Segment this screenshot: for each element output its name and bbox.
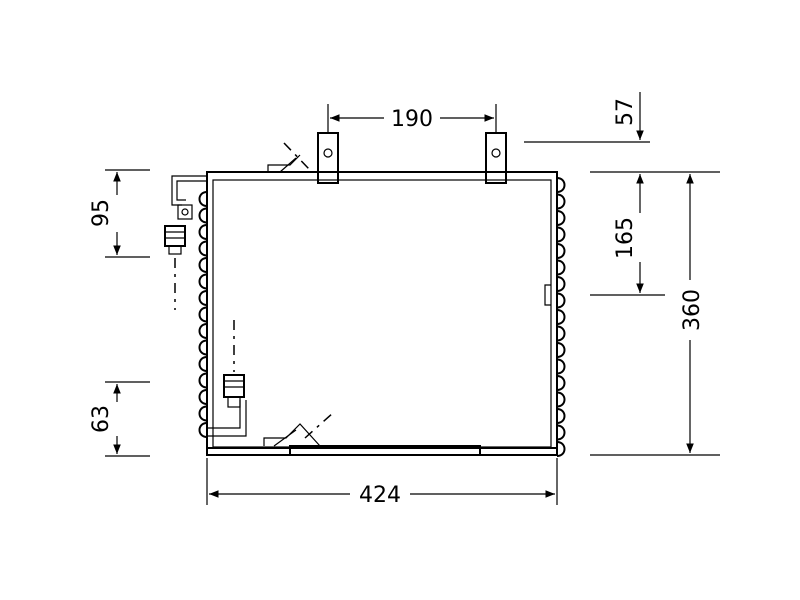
coil-bend [556, 193, 566, 210]
coil-bend [198, 191, 208, 207]
dimension-top-span: 190 [327, 104, 497, 133]
dimension-right-total: 360 [590, 174, 720, 456]
dimension-label-190: 190 [391, 107, 433, 132]
coil-bend [556, 358, 566, 375]
coil-bend [198, 372, 208, 389]
condenser-body [206, 171, 558, 456]
coil-bend [556, 309, 566, 325]
dimension-label-165: 165 [613, 217, 638, 259]
dimension-left-top: 95 [89, 169, 150, 258]
coil-bend [556, 375, 566, 391]
coil-bend [556, 259, 566, 276]
dimension-top-right-offset: 57 [524, 92, 650, 143]
coil-bend [198, 224, 208, 240]
angled-stub-top [267, 142, 311, 173]
coil-bend [198, 240, 208, 257]
inlet-fitting-top-left [164, 225, 186, 310]
dimension-left-bottom: 63 [89, 381, 150, 457]
coil-bend [556, 210, 566, 226]
coil-bend [198, 422, 208, 438]
coil-bend [198, 356, 208, 372]
dimension-bottom-width: 424 [206, 458, 558, 508]
coil-bend [556, 408, 566, 424]
coil-bends-left [198, 191, 208, 438]
coil-bend [198, 405, 208, 422]
coil-bend [556, 292, 566, 309]
coil-bend [556, 243, 566, 259]
coil-bend [198, 207, 208, 224]
coil-bend [556, 276, 566, 292]
dimension-label-95: 95 [89, 199, 114, 227]
dimension-label-57: 57 [613, 98, 638, 126]
coil-bend [198, 389, 208, 405]
dimension-label-424: 424 [359, 483, 401, 508]
dimension-label-63: 63 [89, 405, 114, 433]
coil-bend [198, 257, 208, 273]
coil-bend [198, 323, 208, 339]
mounting-bracket-left [317, 132, 339, 184]
inlet-pipe-top-left [171, 175, 207, 220]
coil-bend [556, 391, 566, 408]
coil-bend [556, 342, 566, 358]
dimension-right-inner: 165 [590, 171, 720, 296]
coil-bend [556, 177, 566, 193]
coil-bends-right [556, 177, 566, 457]
coil-bend [556, 325, 566, 342]
coil-bend [198, 339, 208, 356]
angled-stub-bottom [263, 411, 335, 447]
dimension-label-360: 360 [680, 289, 705, 331]
coil-bend [198, 273, 208, 290]
outlet-pipe-bottom-left [207, 320, 247, 437]
coil-bend [556, 424, 566, 441]
coil-bend [556, 226, 566, 243]
coil-bend [198, 306, 208, 323]
mounting-bracket-right [485, 132, 507, 184]
coil-bend [198, 290, 208, 306]
coil-bend [556, 441, 566, 457]
